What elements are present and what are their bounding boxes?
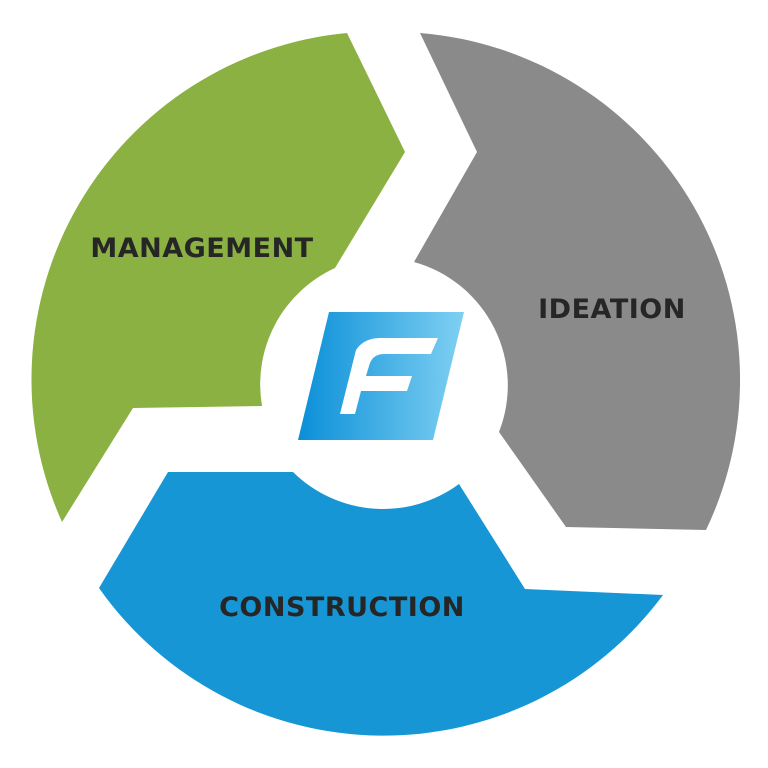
- f-logo-icon: [298, 312, 464, 440]
- logo-f-letter: [340, 338, 438, 414]
- construction-label: CONSTRUCTION: [219, 592, 465, 623]
- ideation-segment: [414, 33, 741, 530]
- ideation-label: IDEATION: [538, 294, 686, 325]
- construction-segment: [99, 472, 663, 736]
- management-segment: [31, 33, 406, 522]
- management-label: MANAGEMENT: [90, 233, 313, 264]
